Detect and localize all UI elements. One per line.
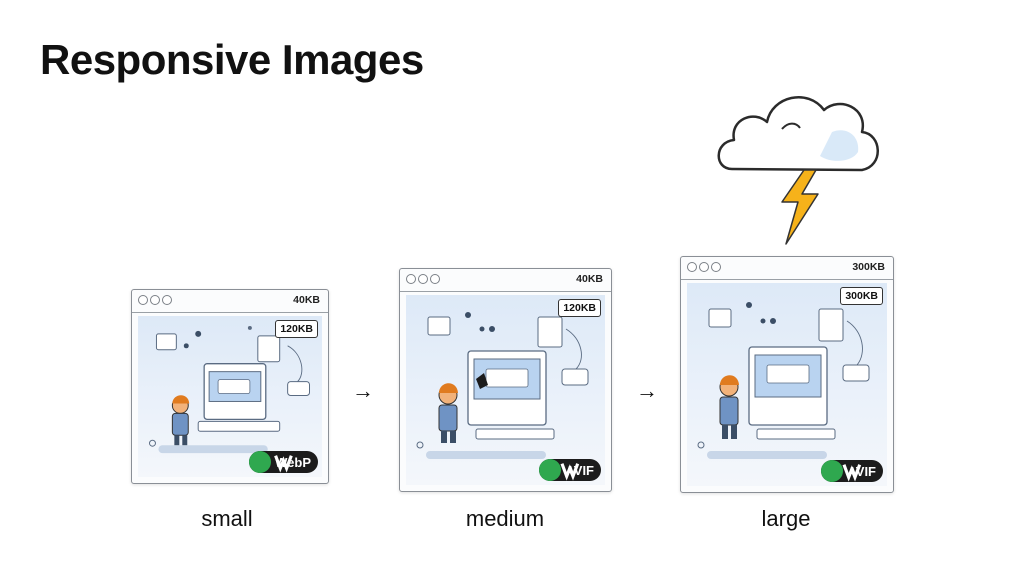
browser-frame-large: 300KB 300KB AVIF [680, 256, 894, 493]
format-logo-icon [821, 460, 862, 482]
window-dot-icon [138, 295, 148, 305]
window-dot-icon [711, 262, 721, 272]
image-canvas: 300KB AVIF [687, 283, 887, 486]
format-logo-icon [539, 459, 580, 481]
window-dot-icon [430, 274, 440, 284]
developer-illustration [149, 325, 311, 454]
cloud-lightning-icon [717, 95, 879, 245]
window-dot-icon [699, 262, 709, 272]
window-dot-icon [418, 274, 428, 284]
window-dot-icon [150, 295, 160, 305]
variant-label-large: large [761, 506, 811, 531]
header-size-label: 40KB [576, 273, 603, 285]
image-canvas: 120KB WebP [138, 316, 322, 477]
window-titlebar: 40KB [400, 269, 611, 292]
variant-label-small: small [201, 506, 253, 531]
size-badge: 300KB [840, 287, 883, 305]
developer-illustration [697, 302, 870, 459]
format-logo-icon [249, 451, 293, 473]
format-badge: WebP [249, 451, 318, 473]
arrow-icon: → [636, 378, 658, 403]
window-titlebar: 40KB [132, 290, 328, 313]
header-size-label: 40KB [293, 294, 320, 306]
browser-frame-small: 40KB 120KB WebP [131, 289, 329, 484]
format-badge: AVIF [821, 460, 883, 482]
window-dot-icon [687, 262, 697, 272]
developer-illustration [416, 312, 589, 459]
format-badge: AVIF [539, 459, 601, 481]
header-size-label: 300KB [852, 261, 885, 273]
page-title: Responsive Images [40, 36, 424, 83]
arrow-icon: → [352, 378, 374, 403]
window-titlebar: 300KB [681, 257, 893, 280]
size-badge: 120KB [275, 320, 318, 338]
window-dot-icon [406, 274, 416, 284]
image-canvas: 120KB AVIF [406, 295, 605, 485]
browser-frame-medium: 40KB 120KB AV [399, 268, 612, 492]
window-dot-icon [162, 295, 172, 305]
size-badge: 120KB [558, 299, 601, 317]
variant-label-medium: medium [465, 506, 545, 531]
